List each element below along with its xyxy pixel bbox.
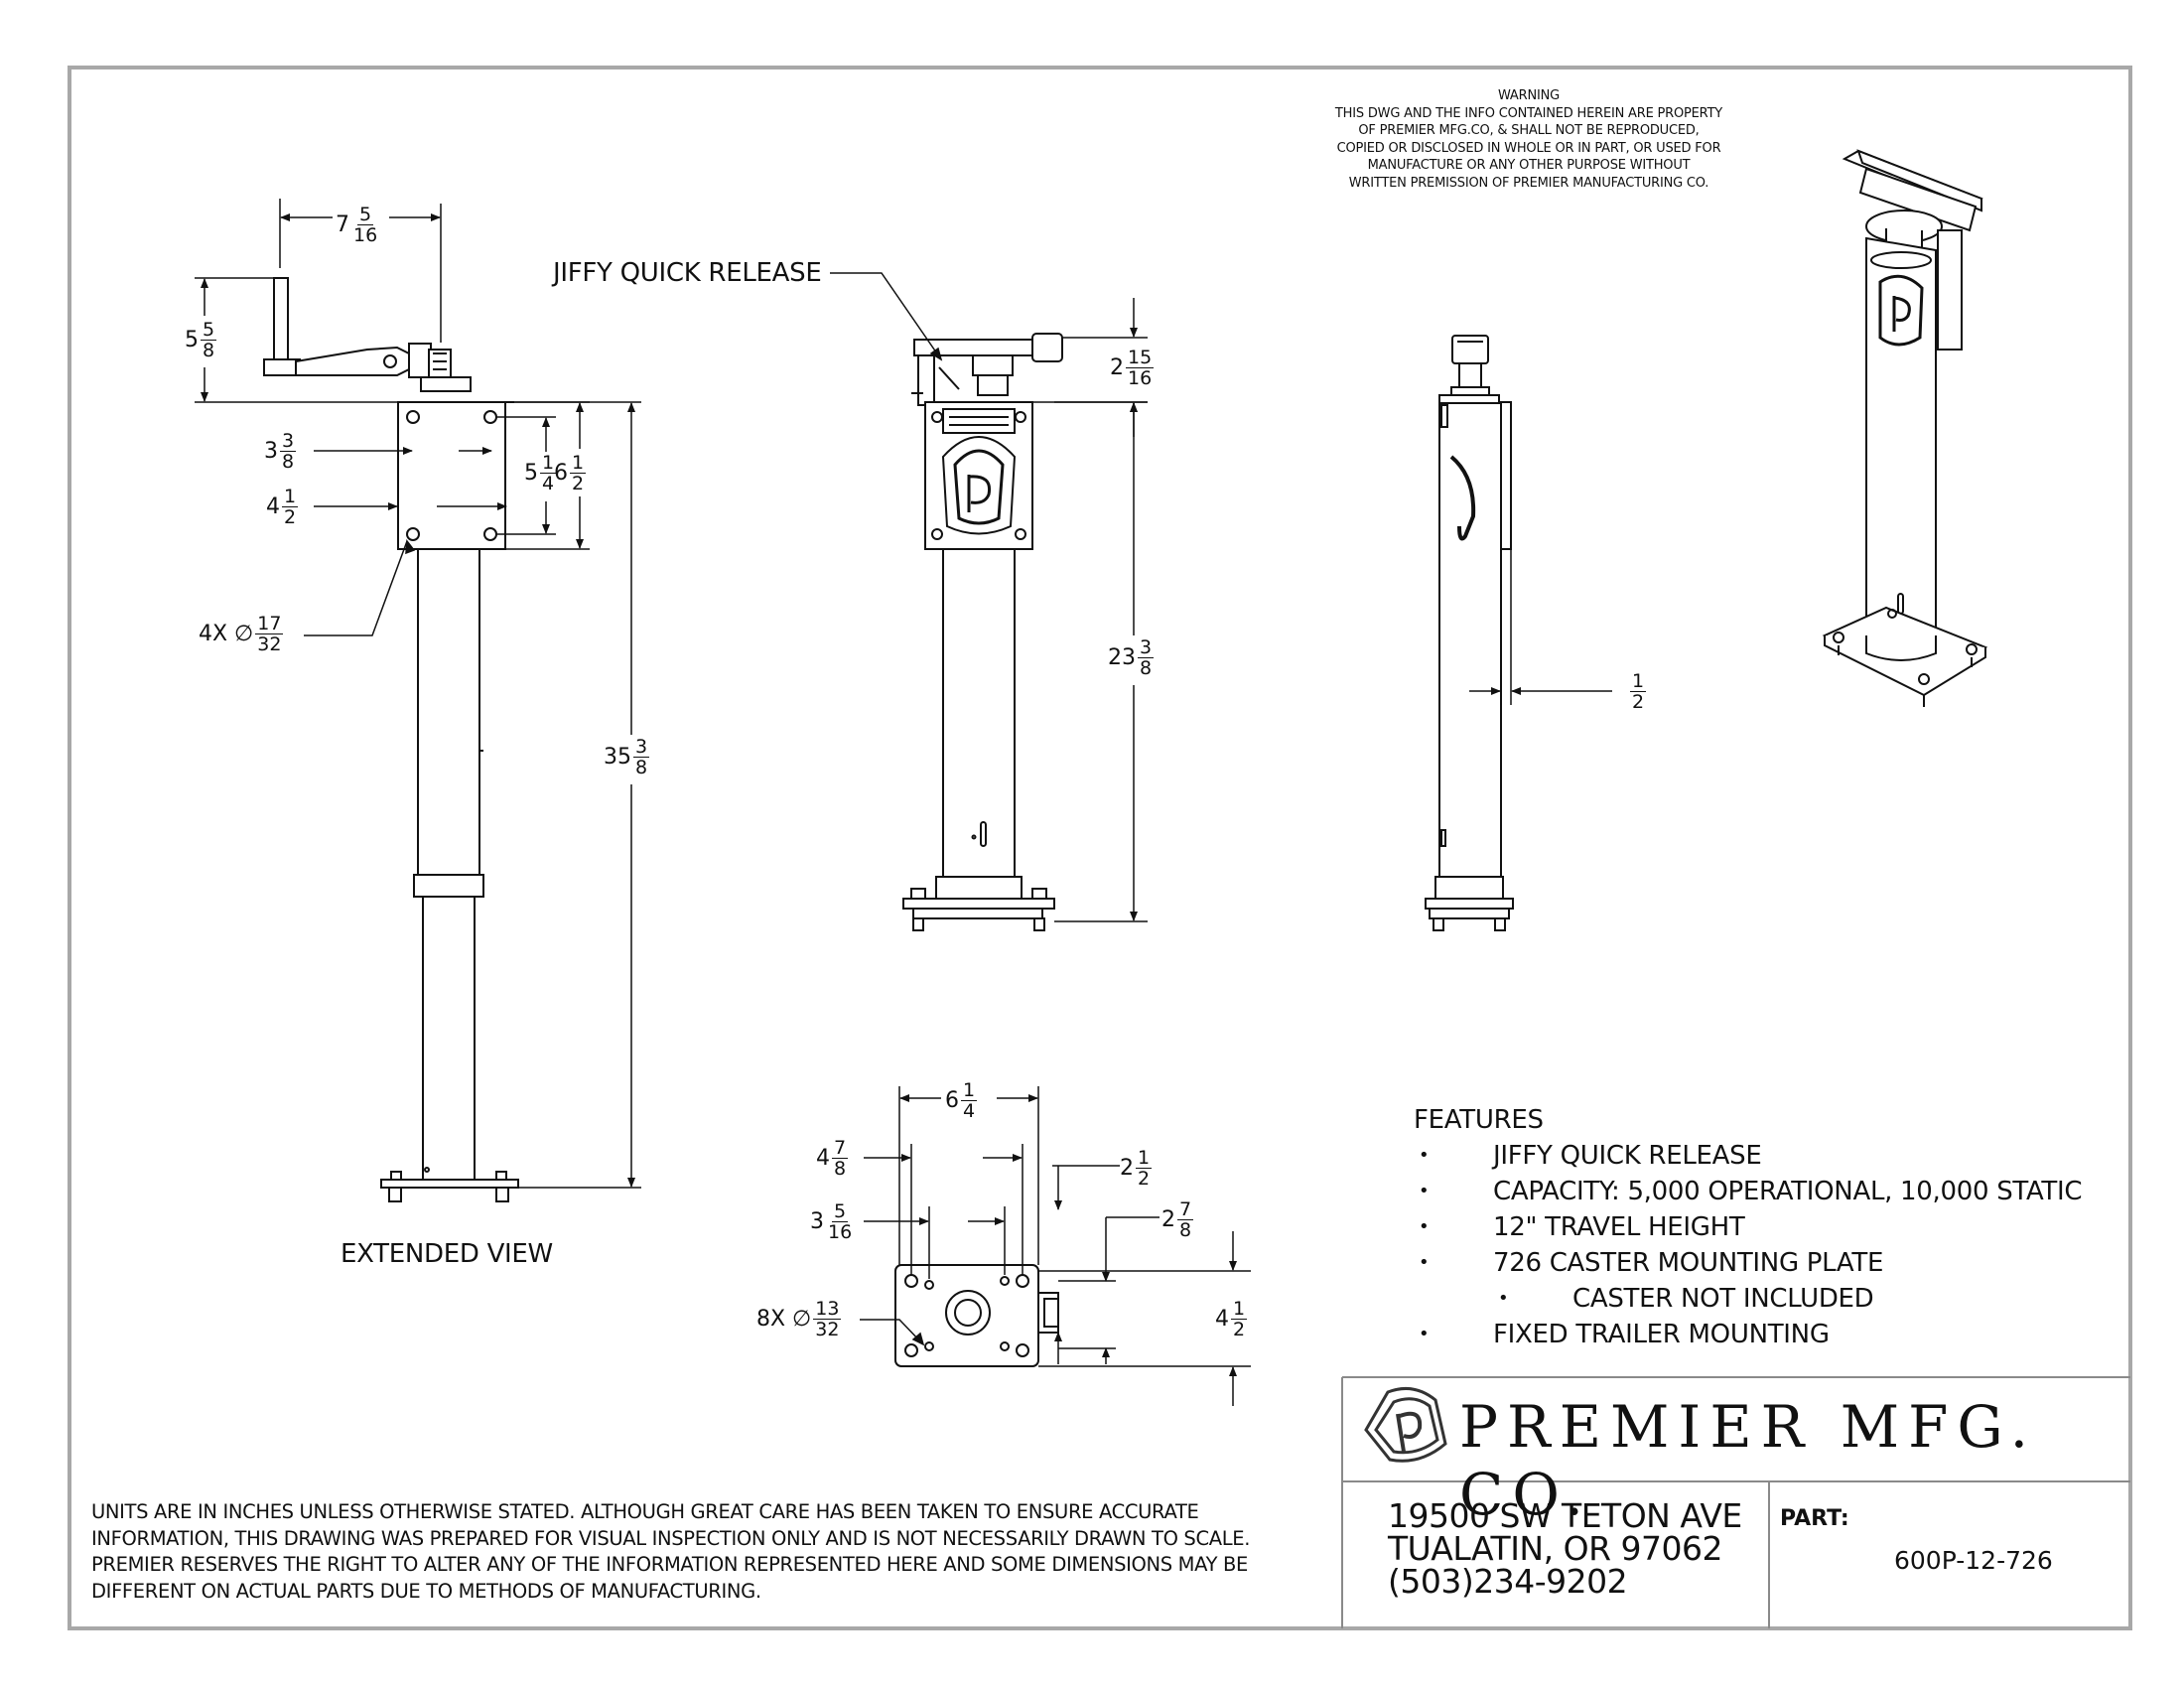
bullet-icon: •: [1419, 1145, 1430, 1166]
warning-line: WRITTEN PREMISSION OF PREMIER MANUFACTUR…: [1348, 175, 1709, 191]
company-name: PREMIER MFG. CO.: [1459, 1393, 2038, 1528]
bullet-icon: •: [1498, 1288, 1509, 1309]
feature-item: •FIXED TRAILER MOUNTING: [1414, 1317, 1830, 1352]
address-line: 19500 SW TETON AVE: [1388, 1496, 1742, 1535]
title-block-frame: [1341, 1376, 2130, 1628]
feature-item: •CAPACITY: 5,000 OPERATIONAL, 10,000 STA…: [1414, 1174, 2083, 1209]
feature-item: •12" TRAVEL HEIGHT: [1414, 1209, 1745, 1245]
feature-item: •JIFFY QUICK RELEASE: [1414, 1138, 1762, 1174]
warning-line: OF PREMIER MFG.CO, & SHALL NOT BE REPROD…: [1358, 123, 1700, 138]
features-heading: FEATURES: [1414, 1105, 1544, 1135]
sheet-border: [68, 66, 2132, 1630]
warning-line: THIS DWG AND THE INFO CONTAINED HEREIN A…: [1334, 105, 1723, 121]
bullet-icon: •: [1419, 1252, 1430, 1273]
company-address: 19500 SW TETON AVE TUALATIN, OR 97062 (5…: [1388, 1499, 1742, 1598]
extended-view-drawing: [263, 277, 519, 1202]
extended-view-label: EXTENDED VIEW: [341, 1239, 553, 1269]
warning-line: COPIED OR DISCLOSED IN WHOLE OR IN PART,…: [1336, 140, 1721, 156]
features-list: FEATURES •JIFFY QUICK RELEASE •CAPACITY:…: [1414, 1102, 2083, 1352]
top-view-drawing: [894, 1264, 1059, 1367]
extended-view-dimensions: [195, 199, 641, 1189]
bullet-icon: •: [1419, 1181, 1430, 1201]
feature-item: •726 CASTER MOUNTING PLATE: [1414, 1245, 1883, 1281]
bullet-icon: •: [1419, 1324, 1430, 1344]
address-line: TUALATIN, OR 97062: [1388, 1529, 1722, 1568]
warning-block: WARNING THIS DWG AND THE INFO CONTAINED …: [1291, 87, 1767, 192]
jiffy-callout: JIFFY QUICK RELEASE: [553, 258, 822, 288]
front-view-drawing: [902, 333, 1063, 931]
warning-title: WARNING: [1497, 88, 1561, 103]
feature-subitem: •CASTER NOT INCLUDED: [1414, 1281, 1874, 1317]
front-view-dimensions: [830, 272, 1148, 922]
address-line: (503)234-9202: [1388, 1562, 1628, 1601]
bullet-icon: •: [1419, 1216, 1430, 1237]
isometric-view-drawing: [1822, 149, 1988, 707]
premier-logo: [1364, 1386, 1447, 1463]
part-number: 600P-12-726: [1894, 1546, 2053, 1575]
side-view-dimensions: [1469, 549, 1612, 705]
top-view-dimensions: [860, 1086, 1251, 1406]
part-label: PART:: [1780, 1506, 1849, 1531]
side-view-drawing: [1425, 335, 1514, 931]
warning-line: MANUFACTURE OR ANY OTHER PURPOSE WITHOUT: [1367, 158, 1691, 173]
drawing-notes: UNITS ARE IN INCHES UNLESS OTHERWISE STA…: [91, 1500, 1251, 1603]
